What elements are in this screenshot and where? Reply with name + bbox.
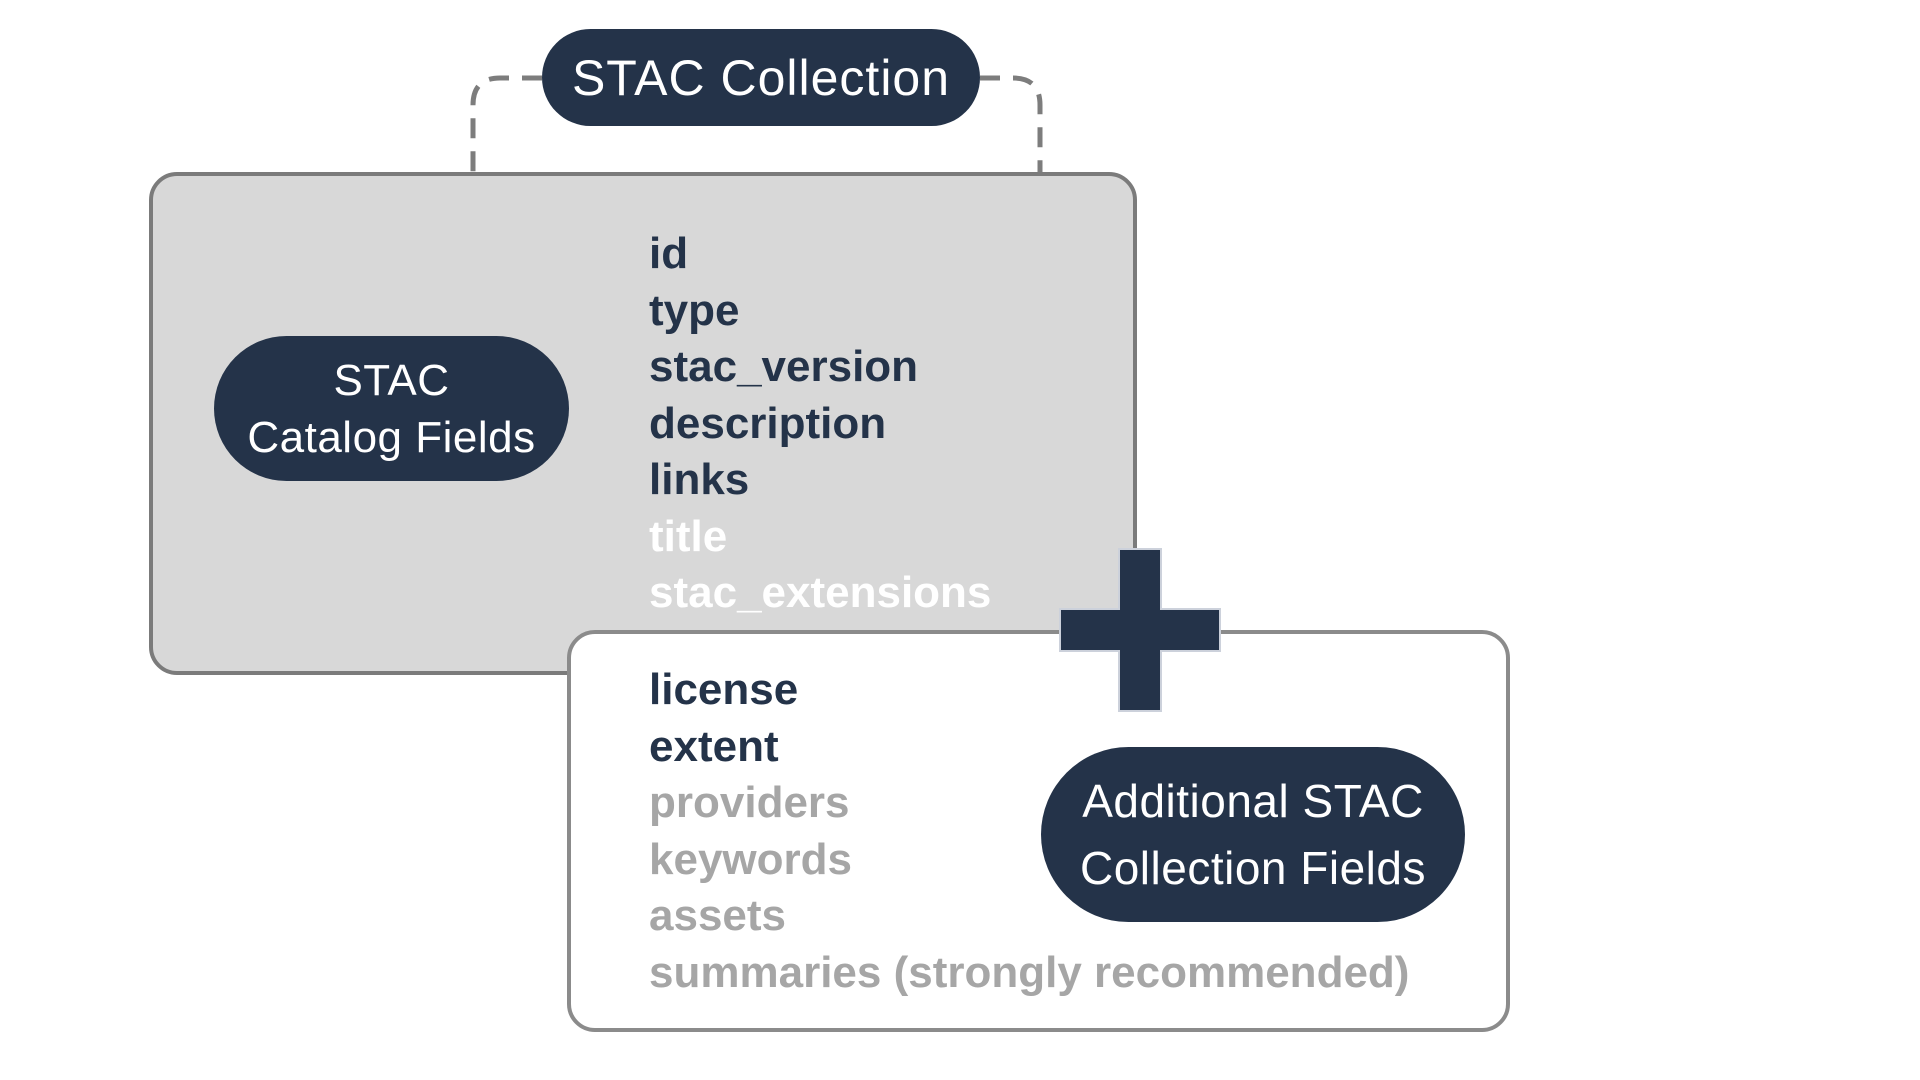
field-item: id [649,229,689,278]
field-item: type [649,285,740,335]
field-item: license [649,665,799,714]
collection-fields-box: license extent providers keywords assets… [567,630,1510,1032]
field-item: assets [649,891,787,940]
catalog-fields-pill: STAC Catalog Fields [214,336,569,481]
additional-collection-fields-pill: Additional STAC Collection Fields [1041,747,1465,922]
field-item: title [649,511,728,561]
collection-field-list: license extent providers keywords assets… [649,662,1409,1001]
left-connector-line [470,75,542,176]
field-item: stac_extensions [649,568,992,617]
field-item: description [649,398,887,448]
field-item: keywords [649,834,852,884]
additional-pill-line2: Collection Fields [1080,841,1426,894]
stac-collection-label: STAC Collection [571,49,951,106]
field-item: links [649,455,750,504]
field-item: extent [649,721,779,771]
catalog-fields-box: STAC Catalog Fields id type stac_version… [149,172,1137,675]
right-connector-line [980,75,1043,176]
stac-collection-pill: STAC Collection [542,29,980,126]
field-item: providers [649,778,850,827]
catalog-pill-line1: STAC [333,355,450,405]
catalog-field-list: id type stac_version description links t… [649,226,991,622]
field-item: stac_version [649,342,919,391]
additional-pill-line1: Additional STAC [1082,774,1424,827]
catalog-pill-line2: Catalog Fields [247,412,536,462]
field-item: summaries (strongly recommended) [649,947,1410,997]
